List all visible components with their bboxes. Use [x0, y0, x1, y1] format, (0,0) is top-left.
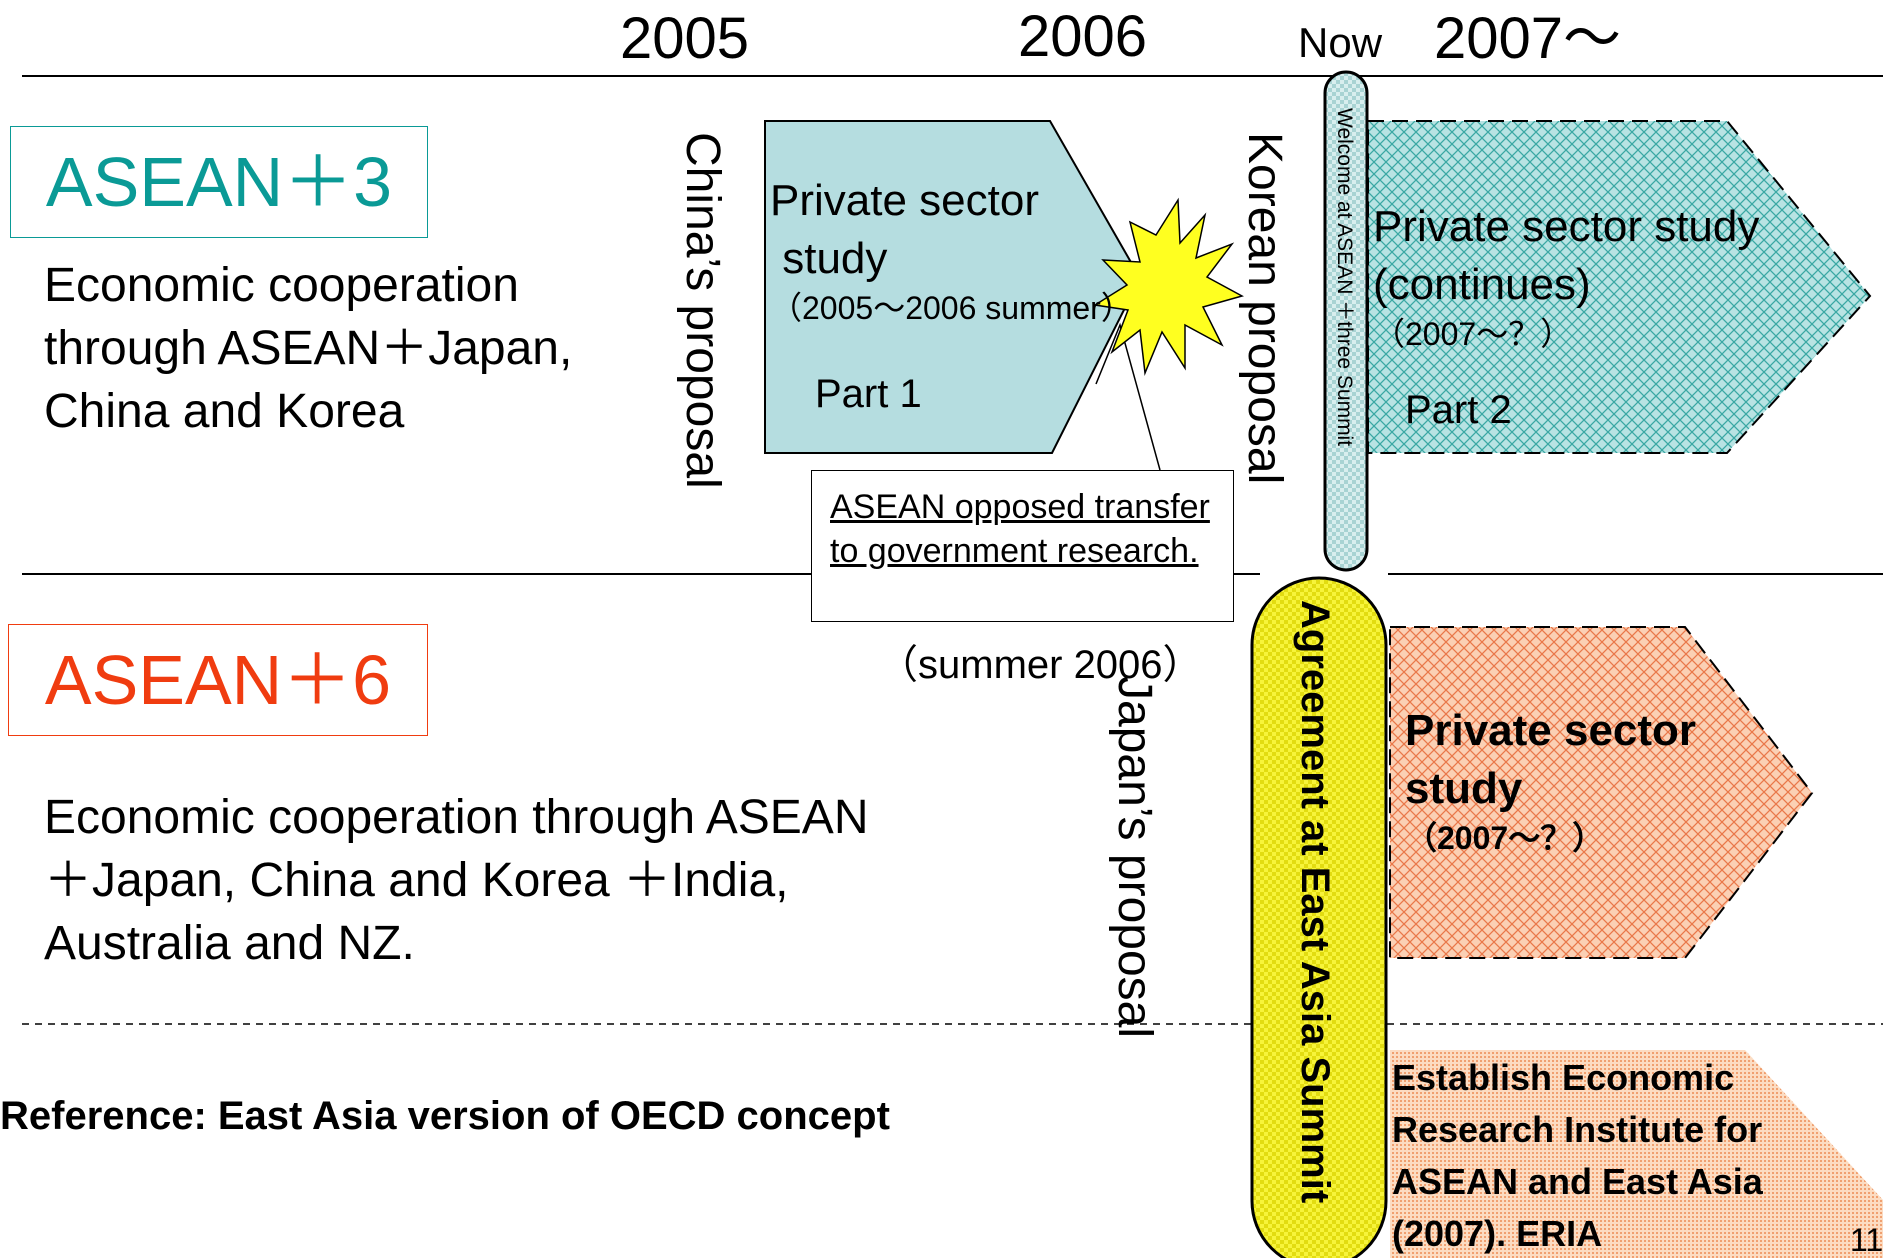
welcome-capsule [1323, 70, 1369, 572]
reference-label: Reference: East Asia version of OECD con… [0, 1094, 890, 1138]
callout-pointer [1095, 322, 1161, 471]
asean3-description-line: through ASEAN＋Japan, [44, 322, 573, 375]
eria-text-line: (2007). ERIA [1392, 1213, 1603, 1254]
study-part2-label: Part 2 [1405, 388, 1512, 432]
welcome-summit-label: Welcome at ASEAN ＋three Summit [1333, 108, 1356, 447]
korean-proposal-label: Korean proposal [1238, 132, 1291, 485]
study-part2-content: Private sector study (continues) （2007～？… [1373, 198, 1843, 354]
explosion-burst-icon [1092, 197, 1244, 376]
study-part2-title-line: (continues) [1373, 260, 1591, 309]
eria-text: Establish Economic Research Institute fo… [1392, 1052, 1763, 1260]
study-part1-period: （2005～2006 summer） [770, 290, 1124, 326]
year-2006-label: 2006 [1018, 4, 1148, 69]
page-number: 11 [1850, 1222, 1883, 1258]
asean-opposition-callout: ASEAN opposed transfer to government res… [811, 470, 1234, 622]
study-part2-title-line: Private sector study [1373, 202, 1760, 251]
asean6-study-title-line: study [1405, 764, 1523, 813]
summer-2006-label: （summer 2006） [878, 643, 1203, 687]
asean3-description: Economic cooperation through ASEAN＋Japan… [44, 254, 572, 443]
asean6-study-title-line: Private sector [1405, 706, 1697, 755]
asean3-description-line: Economic cooperation [44, 259, 519, 312]
asean3-description-line: China and Korea [44, 385, 405, 438]
asean6-description-line: Economic cooperation through ASEAN [44, 791, 869, 844]
study-part1-title-line: study [770, 234, 888, 283]
asean6-study-period: （2007～？） [1405, 820, 1605, 856]
now-label: Now [1298, 19, 1383, 66]
eria-arrow [1390, 1050, 1883, 1258]
year-2007-label: 2007～ [1434, 6, 1622, 71]
japan-proposal-label: Japan’s proposal [1108, 676, 1161, 1039]
year-2005-label: 2005 [620, 6, 750, 71]
asean6-description: Economic cooperation through ASEAN ＋Japa… [44, 786, 868, 975]
study-part1-shape [764, 120, 1142, 454]
asean6-study-content: Private sector study （2007～？） [1405, 702, 1735, 858]
asean6-description-line: ＋Japan, China and Korea ＋India, [44, 854, 789, 907]
asean3-title-box: ASEAN＋3 [10, 126, 428, 238]
study-part1-title-line: Private sector [770, 176, 1039, 225]
eria-text-line: ASEAN and East Asia [1392, 1161, 1763, 1202]
asean3-title: ASEAN＋3 [45, 143, 393, 221]
asean6-title-box: ASEAN＋6 [8, 624, 428, 736]
study-part2-period: （2007～？） [1373, 316, 1573, 352]
china-proposal-label: China’s proposal [676, 132, 729, 489]
asean6-title: ASEAN＋6 [44, 641, 392, 719]
agreement-summit-label: Agreement at East Asia Summit [1293, 600, 1337, 1204]
eria-text-line: Research Institute for [1392, 1109, 1763, 1150]
agreement-capsule [1250, 576, 1388, 1258]
asean6-description-line: Australia and NZ. [44, 917, 415, 970]
eria-text-line: Establish Economic [1392, 1057, 1735, 1098]
study-part1-label: Part 1 [815, 372, 922, 416]
asean6-study-arrow [1389, 626, 1814, 959]
study-part1-content: Private sector study （2005～2006 summer） [770, 172, 1130, 328]
